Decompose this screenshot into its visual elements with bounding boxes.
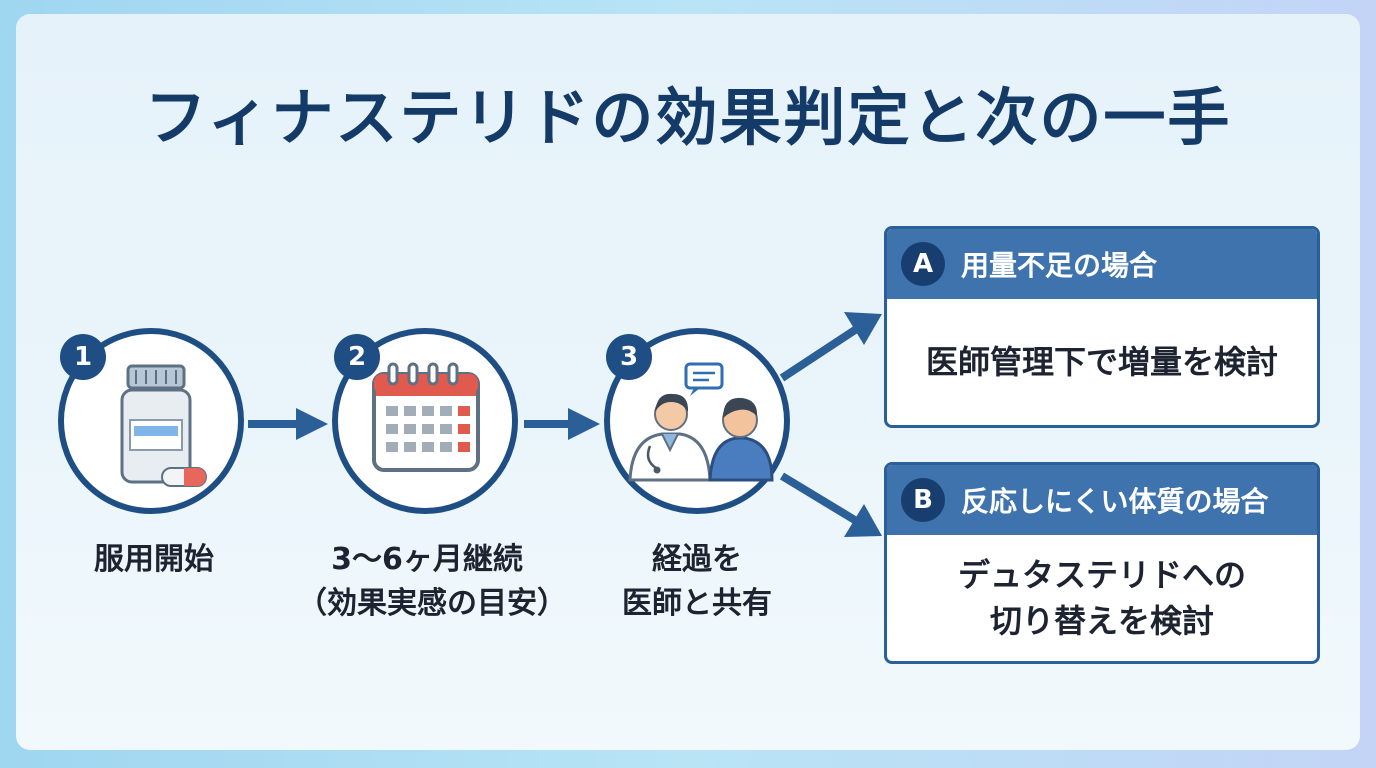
step-1-number: 1	[60, 334, 106, 380]
outcome-b-body: デュタステリドへの 切り替えを検討	[887, 535, 1317, 661]
step-3-label-line-2: 医師と共有	[622, 586, 772, 621]
arrow-1-to-2-head	[296, 408, 328, 440]
outcome-b-box: B 反応しにくい体質の場合 デュタステリドへの 切り替えを検討	[884, 462, 1320, 664]
arrow-to-b	[779, 472, 861, 526]
step-1-circle	[58, 328, 244, 514]
outcome-b-header: B 反応しにくい体質の場合	[887, 465, 1317, 535]
outcome-b-body-line-2: 切り替えを検討	[989, 602, 1214, 640]
step-3-label-line-1: 経過を	[652, 542, 742, 577]
step-2-number: 2	[334, 334, 380, 380]
arrow-to-a	[779, 324, 861, 382]
step-1-label-line: 服用開始	[94, 542, 214, 577]
medicine-bottle-icon	[120, 364, 207, 487]
arrow-to-a-head	[844, 312, 882, 345]
outcome-a-badge: A	[901, 242, 945, 286]
page-title: フィナステリドの効果判定と次の一手	[144, 81, 1232, 154]
doctor-consultation-icon	[628, 362, 774, 482]
outcome-a-title: 用量不足の場合	[961, 249, 1158, 282]
arrow-2-to-3-head	[568, 408, 600, 440]
outcome-b-body-line-1: デュタステリドへの	[957, 556, 1246, 594]
step-2-label: 3〜6ヶ月継続 （効果実感の目安）	[297, 538, 567, 626]
outcome-a-box: A 用量不足の場合 医師管理下で増量を検討	[884, 226, 1320, 428]
outcome-a-header: A 用量不足の場合	[887, 229, 1317, 299]
calendar-icon	[372, 362, 480, 472]
step-3-number: 3	[606, 334, 652, 380]
step-2-label-line-1: 3〜6ヶ月継続	[331, 542, 523, 577]
step-3-label: 経過を 医師と共有	[567, 538, 827, 626]
outcome-a-body: 医師管理下で増量を検討	[887, 299, 1317, 425]
outcome-a-body-line: 医師管理下で増量を検討	[925, 343, 1278, 381]
step-2-label-line-2: （効果実感の目安）	[297, 586, 567, 621]
step-1-label: 服用開始	[24, 538, 284, 582]
arrow-to-b-head	[844, 504, 882, 537]
outcome-b-badge: B	[901, 478, 945, 522]
outcome-b-title: 反応しにくい体質の場合	[961, 485, 1269, 518]
